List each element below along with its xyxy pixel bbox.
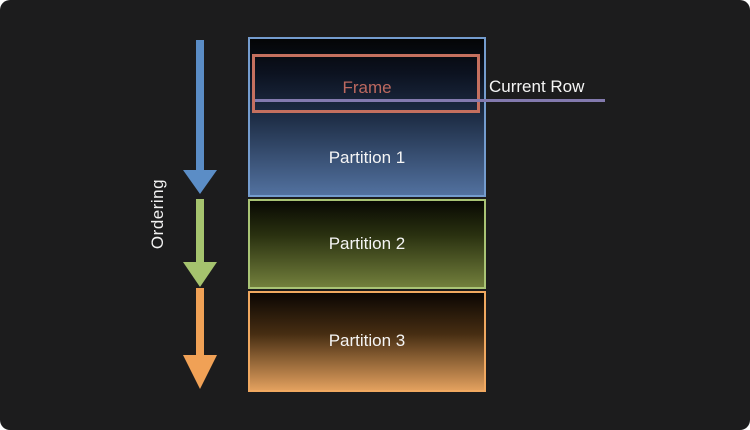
current-row-pointer-line bbox=[255, 99, 605, 102]
partition-1-box bbox=[248, 37, 486, 197]
ordering-arrow-orange-shaft bbox=[196, 288, 204, 356]
ordering-arrow-green-head-icon bbox=[183, 262, 217, 287]
partition-3-label: Partition 3 bbox=[328, 331, 406, 350]
partition-1-label: Partition 1 bbox=[328, 148, 406, 167]
partition-2-label: Partition 2 bbox=[328, 234, 406, 253]
ordering-arrow-blue-head-icon bbox=[183, 170, 217, 194]
ordering-axis-label: Ordering bbox=[148, 178, 167, 250]
ordering-arrow-orange-head-icon bbox=[183, 355, 217, 389]
frame-outline-box bbox=[252, 54, 480, 113]
frame-label: Frame bbox=[342, 78, 392, 97]
partition-2-box bbox=[248, 199, 486, 289]
ordering-arrow-green-shaft bbox=[196, 199, 204, 263]
current-row-label: Current Row bbox=[489, 77, 585, 96]
ordering-arrow-blue-shaft bbox=[196, 40, 204, 171]
partition-3-box bbox=[248, 291, 486, 392]
